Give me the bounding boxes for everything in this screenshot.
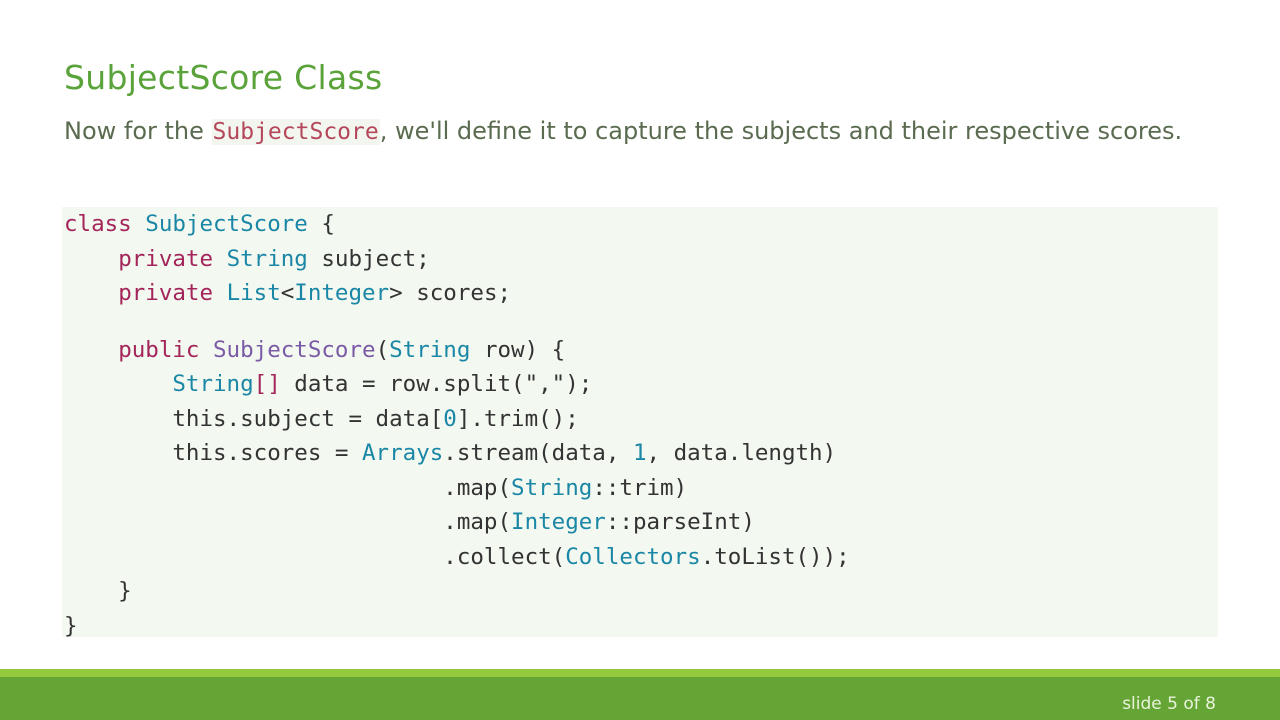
space (213, 246, 227, 272)
type-collectors: Collectors (565, 543, 701, 570)
type-integer: Integer (294, 280, 390, 306)
field-scores: > scores; (389, 280, 512, 306)
array-brackets: [] (253, 371, 281, 397)
indent (64, 371, 172, 397)
code-line-7: this.subject = data[0].trim(); (64, 402, 850, 437)
brace-close: } (64, 578, 132, 604)
inline-code-class-name: SubjectScore (211, 119, 380, 145)
code-line-10: .map(Integer::parseInt) (64, 505, 850, 540)
code-line-5: public SubjectScore(String row) { (64, 333, 850, 368)
footer-accent-bar (0, 669, 1280, 677)
code-line-12: } (64, 574, 850, 609)
method-ref-parseint: ::parseInt) (605, 509, 755, 535)
stream-call: .stream(data, (443, 440, 633, 466)
type-string: String (389, 336, 471, 363)
trim-call: ].trim(); (456, 405, 579, 432)
class-name: SubjectScore (145, 211, 308, 237)
generic-open: < (280, 280, 295, 306)
type-integer: Integer (511, 509, 606, 535)
slide-indicator: slide 5 of 8 (1122, 694, 1216, 714)
scores-assign: this.scores = (64, 440, 363, 466)
code-block: class SubjectScore { private String subj… (62, 207, 1218, 639)
type-list: List (226, 280, 281, 306)
slide-title: SubjectScore Class (64, 58, 383, 97)
collect-call: .collect( (64, 543, 566, 570)
map-call: .map( (64, 474, 512, 501)
indent (64, 246, 118, 272)
subject-assign: this.subject = data[ (64, 405, 444, 432)
type-arrays: Arrays (362, 440, 444, 466)
keyword-class: class (64, 211, 132, 237)
map-call: .map( (64, 509, 512, 535)
code-line-13: } (64, 609, 850, 644)
code-listing: class SubjectScore { private String subj… (64, 207, 850, 643)
indent (64, 280, 118, 306)
code-line-3: private List<Integer> scores; (64, 276, 850, 311)
space (199, 337, 213, 363)
brace-open: { (307, 211, 335, 237)
description-text-after: , we'll define it to capture the subject… (379, 117, 1183, 145)
param-row: row) { (470, 336, 566, 363)
code-line-11: .collect(Collectors.toList()); (64, 540, 850, 575)
type-string: String (511, 474, 593, 501)
constructor-name: SubjectScore (213, 336, 376, 363)
footer-bar (0, 677, 1280, 720)
slide-description: Now for the SubjectScore, we'll define i… (64, 113, 1224, 151)
code-line-6: String[] data = row.split(","); (64, 367, 850, 402)
number-literal: 0 (443, 405, 457, 432)
space (132, 211, 146, 237)
code-line-1: class SubjectScore { (64, 207, 850, 242)
code-line-9: .map(String::trim) (64, 471, 850, 506)
space (213, 280, 227, 306)
brace-close: } (64, 612, 78, 639)
keyword-private: private (118, 280, 214, 306)
stream-args: , data.length) (646, 440, 837, 466)
type-string: String (226, 245, 308, 272)
indent (64, 337, 118, 363)
code-line-8: this.scores = Arrays.stream(data, 1, dat… (64, 436, 850, 471)
tolist-call: .toList()); (700, 543, 850, 570)
code-line-2: private String subject; (64, 242, 850, 277)
keyword-public: public (118, 336, 200, 363)
type-string: String (172, 371, 254, 397)
paren-open: ( (375, 336, 390, 363)
method-ref-trim: ::trim) (592, 474, 688, 501)
description-text-before: Now for the (64, 117, 212, 145)
code-line-4-blank (64, 311, 850, 333)
keyword-private: private (118, 245, 214, 272)
split-statement: data = row.split(","); (280, 371, 593, 397)
number-literal: 1 (632, 440, 647, 466)
field-subject: subject; (307, 245, 430, 272)
